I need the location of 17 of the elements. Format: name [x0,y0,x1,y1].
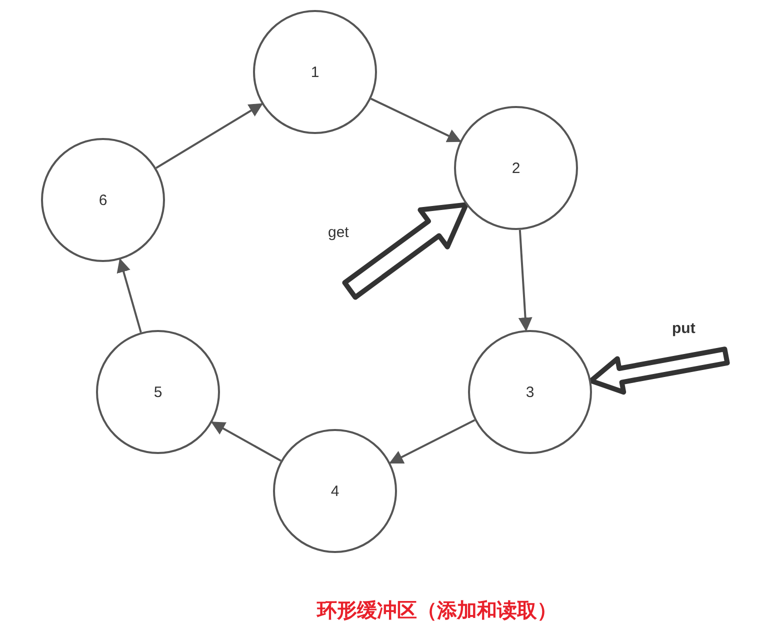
circle-node: 2 [454,106,578,230]
arrow [210,421,282,462]
circle-node: 6 [41,138,165,262]
arrow [389,419,476,464]
arrow [370,98,462,142]
edge-label: put [670,320,698,337]
caption: 环形缓冲区（添加和读取） [317,598,557,622]
arrow [518,230,532,332]
circle-node: 3 [468,330,592,454]
arrow [116,258,142,333]
circle-node: 1 [253,10,377,134]
edge-label: get [326,224,351,241]
circle-node: 4 [273,429,397,553]
arrow [156,103,264,169]
block-arrow [588,346,730,395]
block-arrow [342,202,468,300]
circle-node: 5 [96,330,220,454]
